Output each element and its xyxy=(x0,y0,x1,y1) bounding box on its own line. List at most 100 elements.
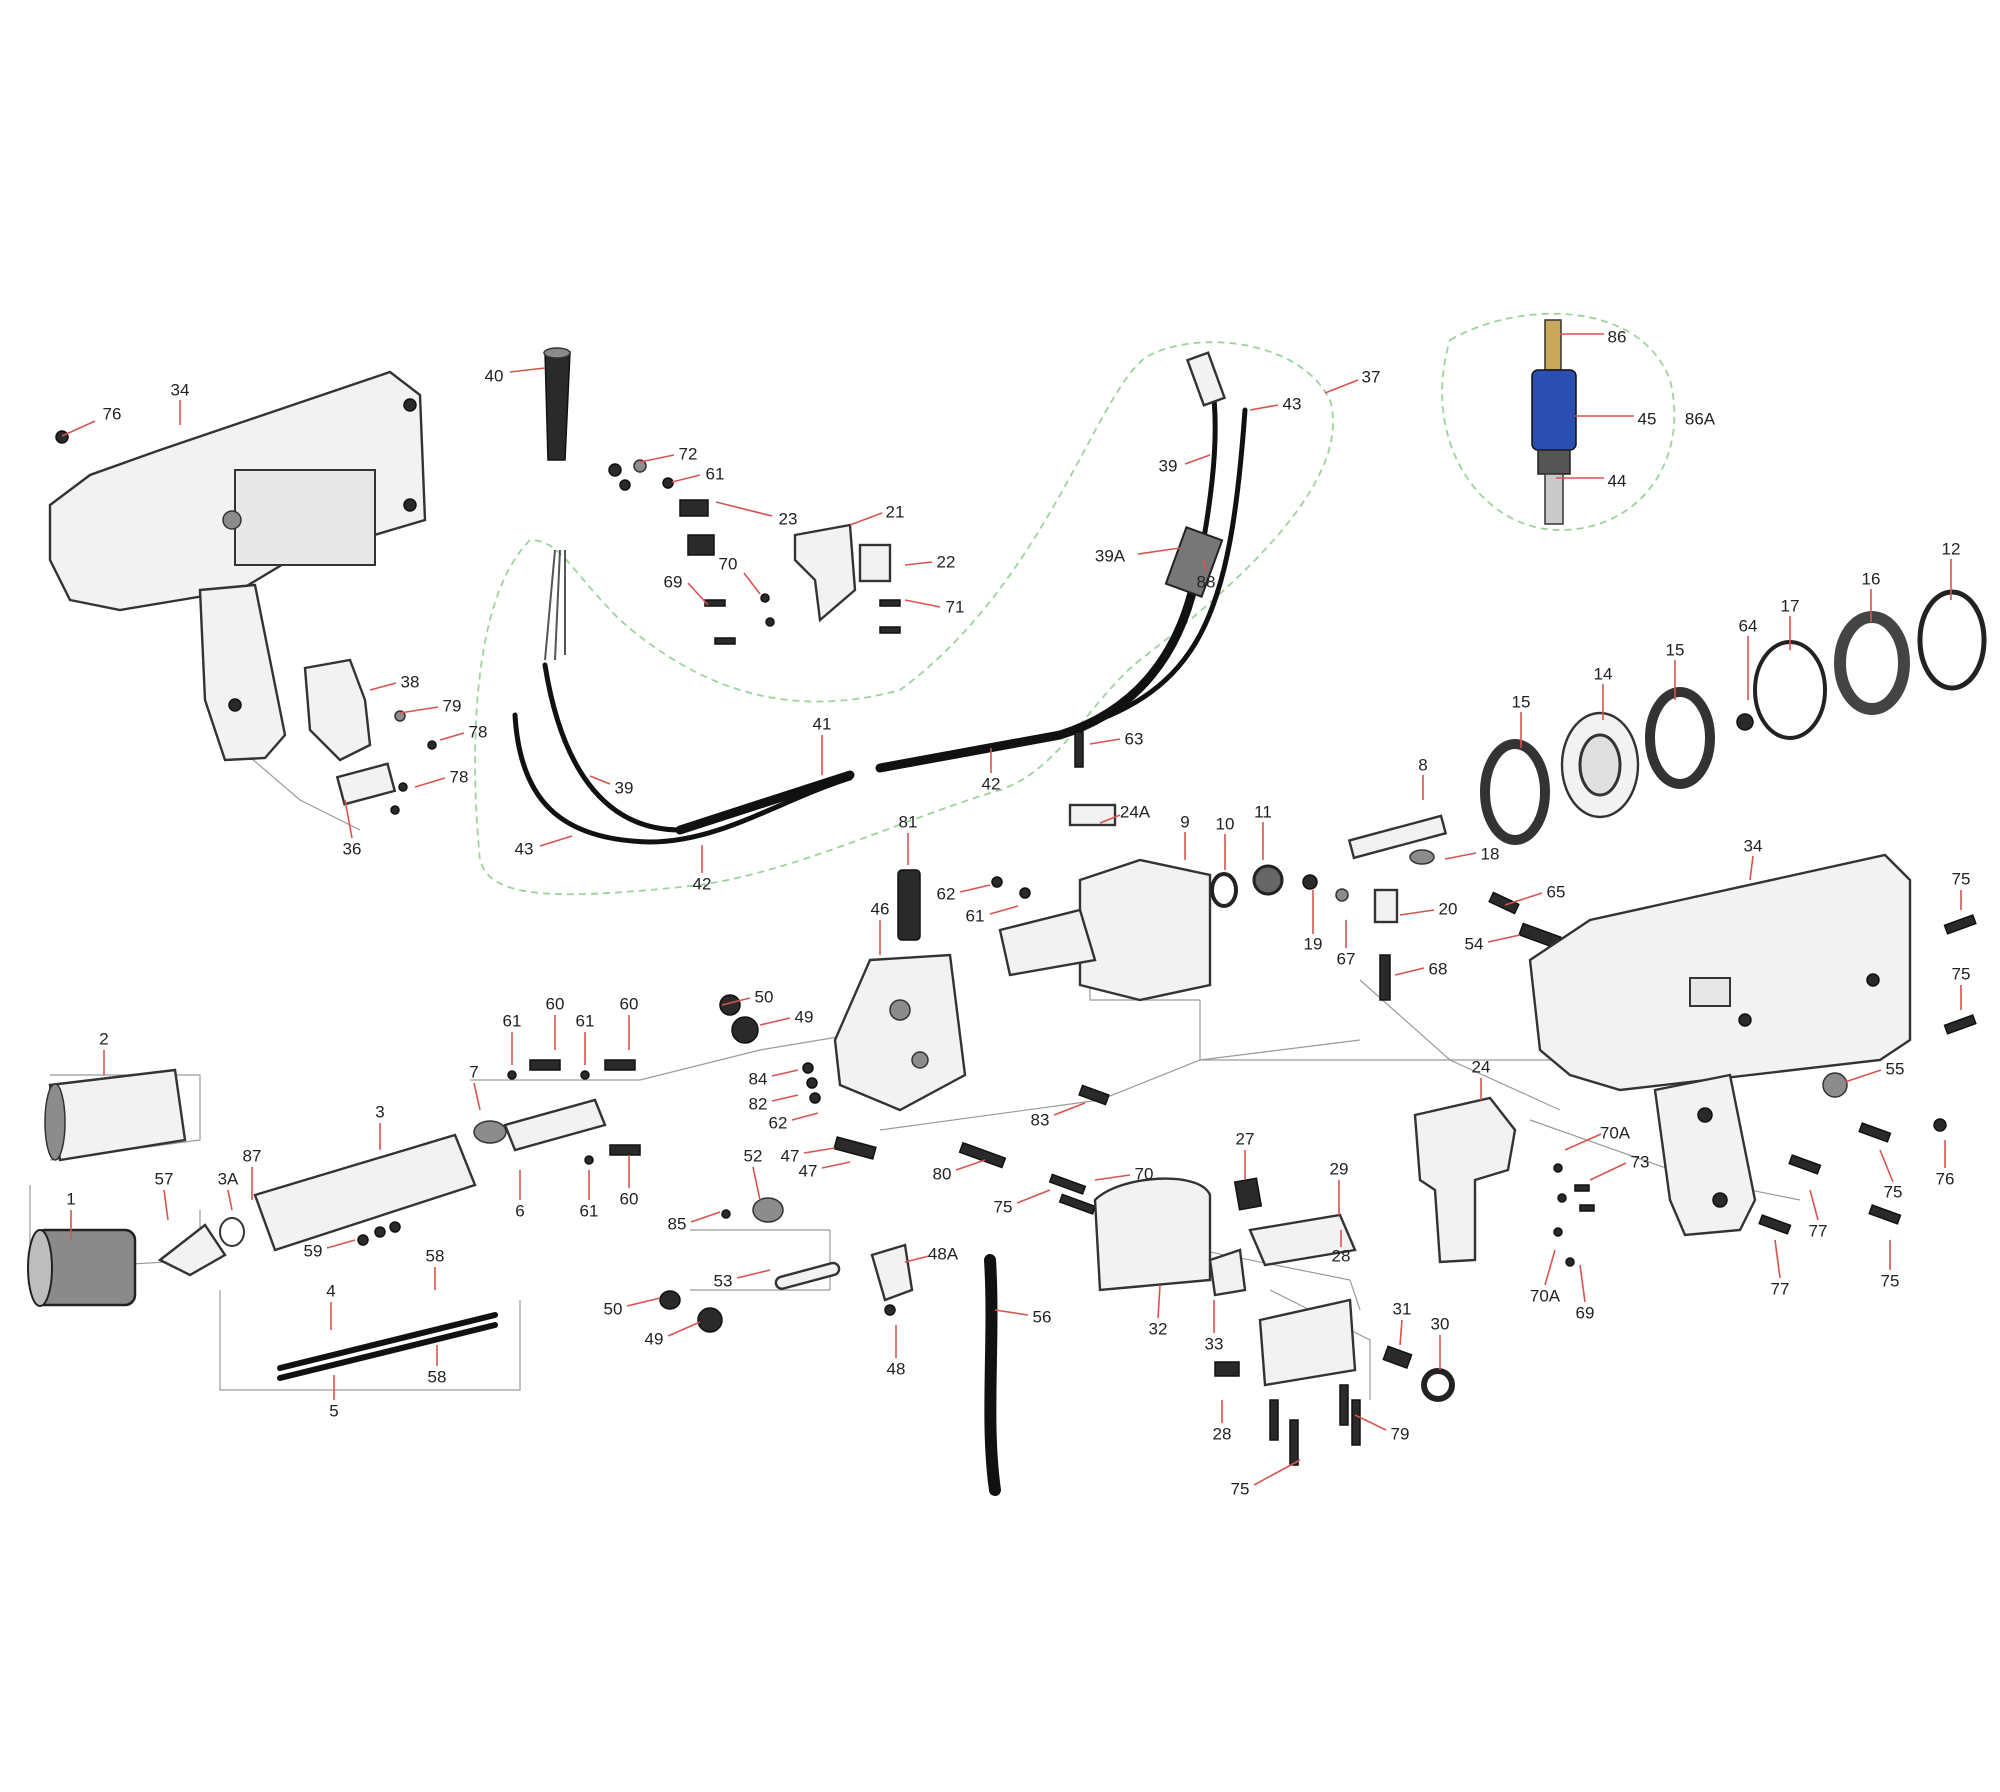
leader-line xyxy=(163,1189,169,1221)
grip-sleeve xyxy=(543,347,571,461)
leader-line xyxy=(1394,967,1425,976)
part-callout-label: 54 xyxy=(1465,934,1484,953)
part-callout-label: 68 xyxy=(1429,959,1448,978)
leader-line xyxy=(414,777,446,788)
barrel-parts xyxy=(27,1059,641,1307)
leader-line xyxy=(736,1269,771,1279)
part-callout-label: 72 xyxy=(679,444,698,463)
part-callout-label: 19 xyxy=(1304,934,1323,953)
leader-line xyxy=(771,1069,799,1077)
leader-line xyxy=(1749,855,1754,881)
part-callout-label: 50 xyxy=(604,1299,623,1318)
part-callout-label: 60 xyxy=(620,994,639,1013)
leader-line xyxy=(1324,379,1359,394)
leader-line xyxy=(227,1189,233,1211)
part-callout-label: 70 xyxy=(719,554,738,573)
valve-body xyxy=(998,731,1284,1002)
part-callout-label: 59 xyxy=(304,1241,323,1260)
leader-line xyxy=(721,997,751,1006)
leader-line xyxy=(1099,814,1121,824)
leader-line xyxy=(1579,1264,1586,1303)
regulator-group-outline xyxy=(1441,312,1676,531)
housing-half-right xyxy=(1528,853,1977,1237)
part-callout-label: 28 xyxy=(1213,1424,1232,1443)
leader-line xyxy=(759,1017,791,1026)
part-callout-label: 24 xyxy=(1472,1057,1491,1076)
part-callout-label: 61 xyxy=(966,906,985,925)
leader-lines xyxy=(61,333,1962,1486)
side-plate xyxy=(1413,1096,1595,1267)
part-callout-label: 71 xyxy=(946,597,965,616)
part-callout-label: 29 xyxy=(1330,1159,1349,1178)
part-callout-label: 23 xyxy=(779,509,798,528)
part-callout-label: 34 xyxy=(171,380,190,399)
part-callout-label: 14 xyxy=(1594,664,1613,683)
leader-line xyxy=(1444,852,1477,860)
cable-group-outline xyxy=(474,341,1334,896)
part-callout-label: 41 xyxy=(813,714,832,733)
part-callout-label: 27 xyxy=(1236,1129,1255,1148)
leader-line xyxy=(904,599,941,608)
leader-line xyxy=(1504,892,1543,906)
part-callout-label: 47 xyxy=(799,1161,818,1180)
part-callout-label: 79 xyxy=(443,696,462,715)
part-callout-label: 48 xyxy=(887,1359,906,1378)
part-callout-label: 33 xyxy=(1205,1334,1224,1353)
leader-line xyxy=(1354,1414,1387,1431)
part-callout-label: 61 xyxy=(580,1201,599,1220)
part-callout-label: 69 xyxy=(664,572,683,591)
part-callout-label: 60 xyxy=(546,994,565,1013)
part-callout-label: 70 xyxy=(1135,1164,1154,1183)
part-callout-label: 76 xyxy=(103,404,122,423)
part-callout-label: 53 xyxy=(714,1271,733,1290)
part-callout-label: 80 xyxy=(933,1164,952,1183)
valve-hardware xyxy=(608,459,901,645)
part-callout-label: 75 xyxy=(1231,1479,1250,1498)
part-callout-label: 16 xyxy=(1862,569,1881,588)
part-callout-label: 45 xyxy=(1638,409,1657,428)
part-callout-label: 42 xyxy=(982,774,1001,793)
part-callout-label: 40 xyxy=(485,366,504,385)
part-callout-label: 61 xyxy=(576,1011,595,1030)
part-callout-label: 81 xyxy=(899,812,918,831)
leader-line xyxy=(539,835,573,847)
part-callout-label: 50 xyxy=(755,987,774,1006)
leader-line xyxy=(904,1255,930,1263)
part-callout-label: 6 xyxy=(515,1201,524,1220)
part-callout-label: 75 xyxy=(1884,1182,1903,1201)
leader-line xyxy=(791,1112,819,1121)
leader-line xyxy=(1053,1102,1086,1116)
part-callout-label: 7 xyxy=(469,1062,478,1081)
part-callout-label: 85 xyxy=(668,1214,687,1233)
leader-line xyxy=(1564,1133,1602,1151)
part-callout-label: 75 xyxy=(994,1197,1013,1216)
leader-line xyxy=(1016,1189,1051,1204)
part-callout-label: 57 xyxy=(155,1169,174,1188)
part-callout-label: 58 xyxy=(428,1367,447,1386)
leader-line xyxy=(1094,1174,1131,1181)
leader-line xyxy=(1157,1284,1161,1319)
leader-line xyxy=(687,582,709,606)
part-callout-label: 11 xyxy=(1254,802,1272,821)
leader-line xyxy=(1137,547,1181,555)
leader-line xyxy=(1487,934,1521,943)
part-callout-label: 4 xyxy=(326,1281,335,1300)
part-callout-label: 18 xyxy=(1481,844,1500,863)
leader-line xyxy=(671,474,701,483)
part-callout-label: 61 xyxy=(503,1011,522,1030)
part-callout-label: 49 xyxy=(645,1329,664,1348)
leader-line xyxy=(326,1239,356,1249)
leader-line xyxy=(1774,1239,1781,1279)
leader-line xyxy=(959,884,991,893)
hose-and-cable xyxy=(512,351,1248,845)
leader-line xyxy=(821,1161,851,1169)
part-callout-label: 60 xyxy=(620,1189,639,1208)
part-callout-label: 87 xyxy=(243,1146,262,1165)
leader-line xyxy=(994,1309,1029,1316)
part-callout-label: 67 xyxy=(1337,949,1356,968)
part-callout-label: 78 xyxy=(450,767,469,786)
leader-line xyxy=(1399,909,1435,916)
part-callout-label: 39 xyxy=(615,778,634,797)
